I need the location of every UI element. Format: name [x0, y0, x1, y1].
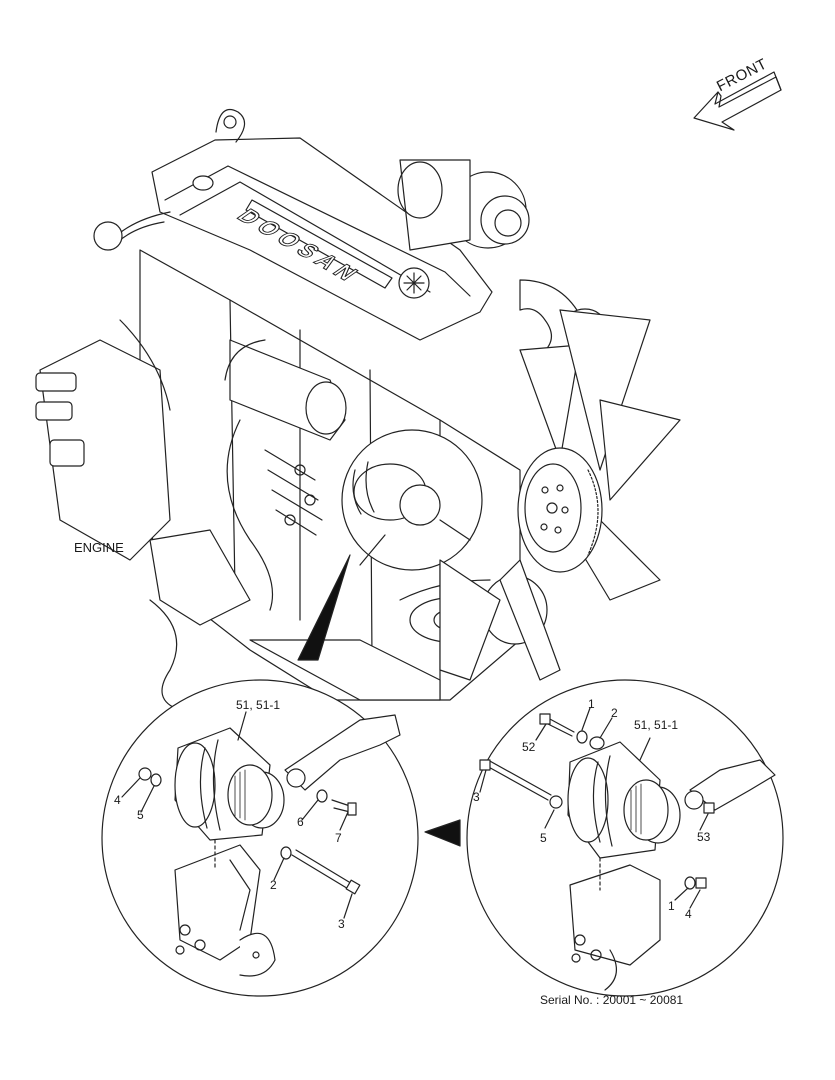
left-part-label-7: 7 [335, 831, 342, 845]
left-part-label-6: 6 [297, 815, 304, 829]
left-part-label-3: 3 [338, 917, 345, 931]
right-part-label-52: 52 [522, 740, 536, 754]
serial-number-caption: Serial No. : 20001 ~ 20081 [540, 993, 684, 1007]
right-part-label-53: 53 [697, 830, 711, 844]
right-part-label-1-bottom: 1 [668, 899, 675, 913]
engine-label: ENGINE [74, 540, 124, 555]
right-part-label-4: 4 [685, 907, 692, 921]
engine-assembly [35, 108, 681, 711]
left-detail-view [101, 679, 419, 997]
left-part-label-51: 51, 51-1 [236, 698, 281, 712]
right-part-label-5: 5 [540, 831, 547, 845]
right-part-label-3: 3 [473, 790, 480, 804]
direction-arrow-icon [424, 819, 461, 847]
left-part-label-2: 2 [270, 878, 277, 892]
left-part-label-5: 5 [137, 808, 144, 822]
right-detail-view [466, 679, 784, 997]
right-part-label-2: 2 [611, 706, 618, 720]
right-part-label-51: 51, 51-1 [634, 718, 679, 732]
callout-wedge [297, 554, 351, 661]
front-arrow-icon [693, 71, 782, 131]
right-part-label-1-top: 1 [588, 697, 595, 711]
left-part-label-4: 4 [114, 793, 121, 807]
